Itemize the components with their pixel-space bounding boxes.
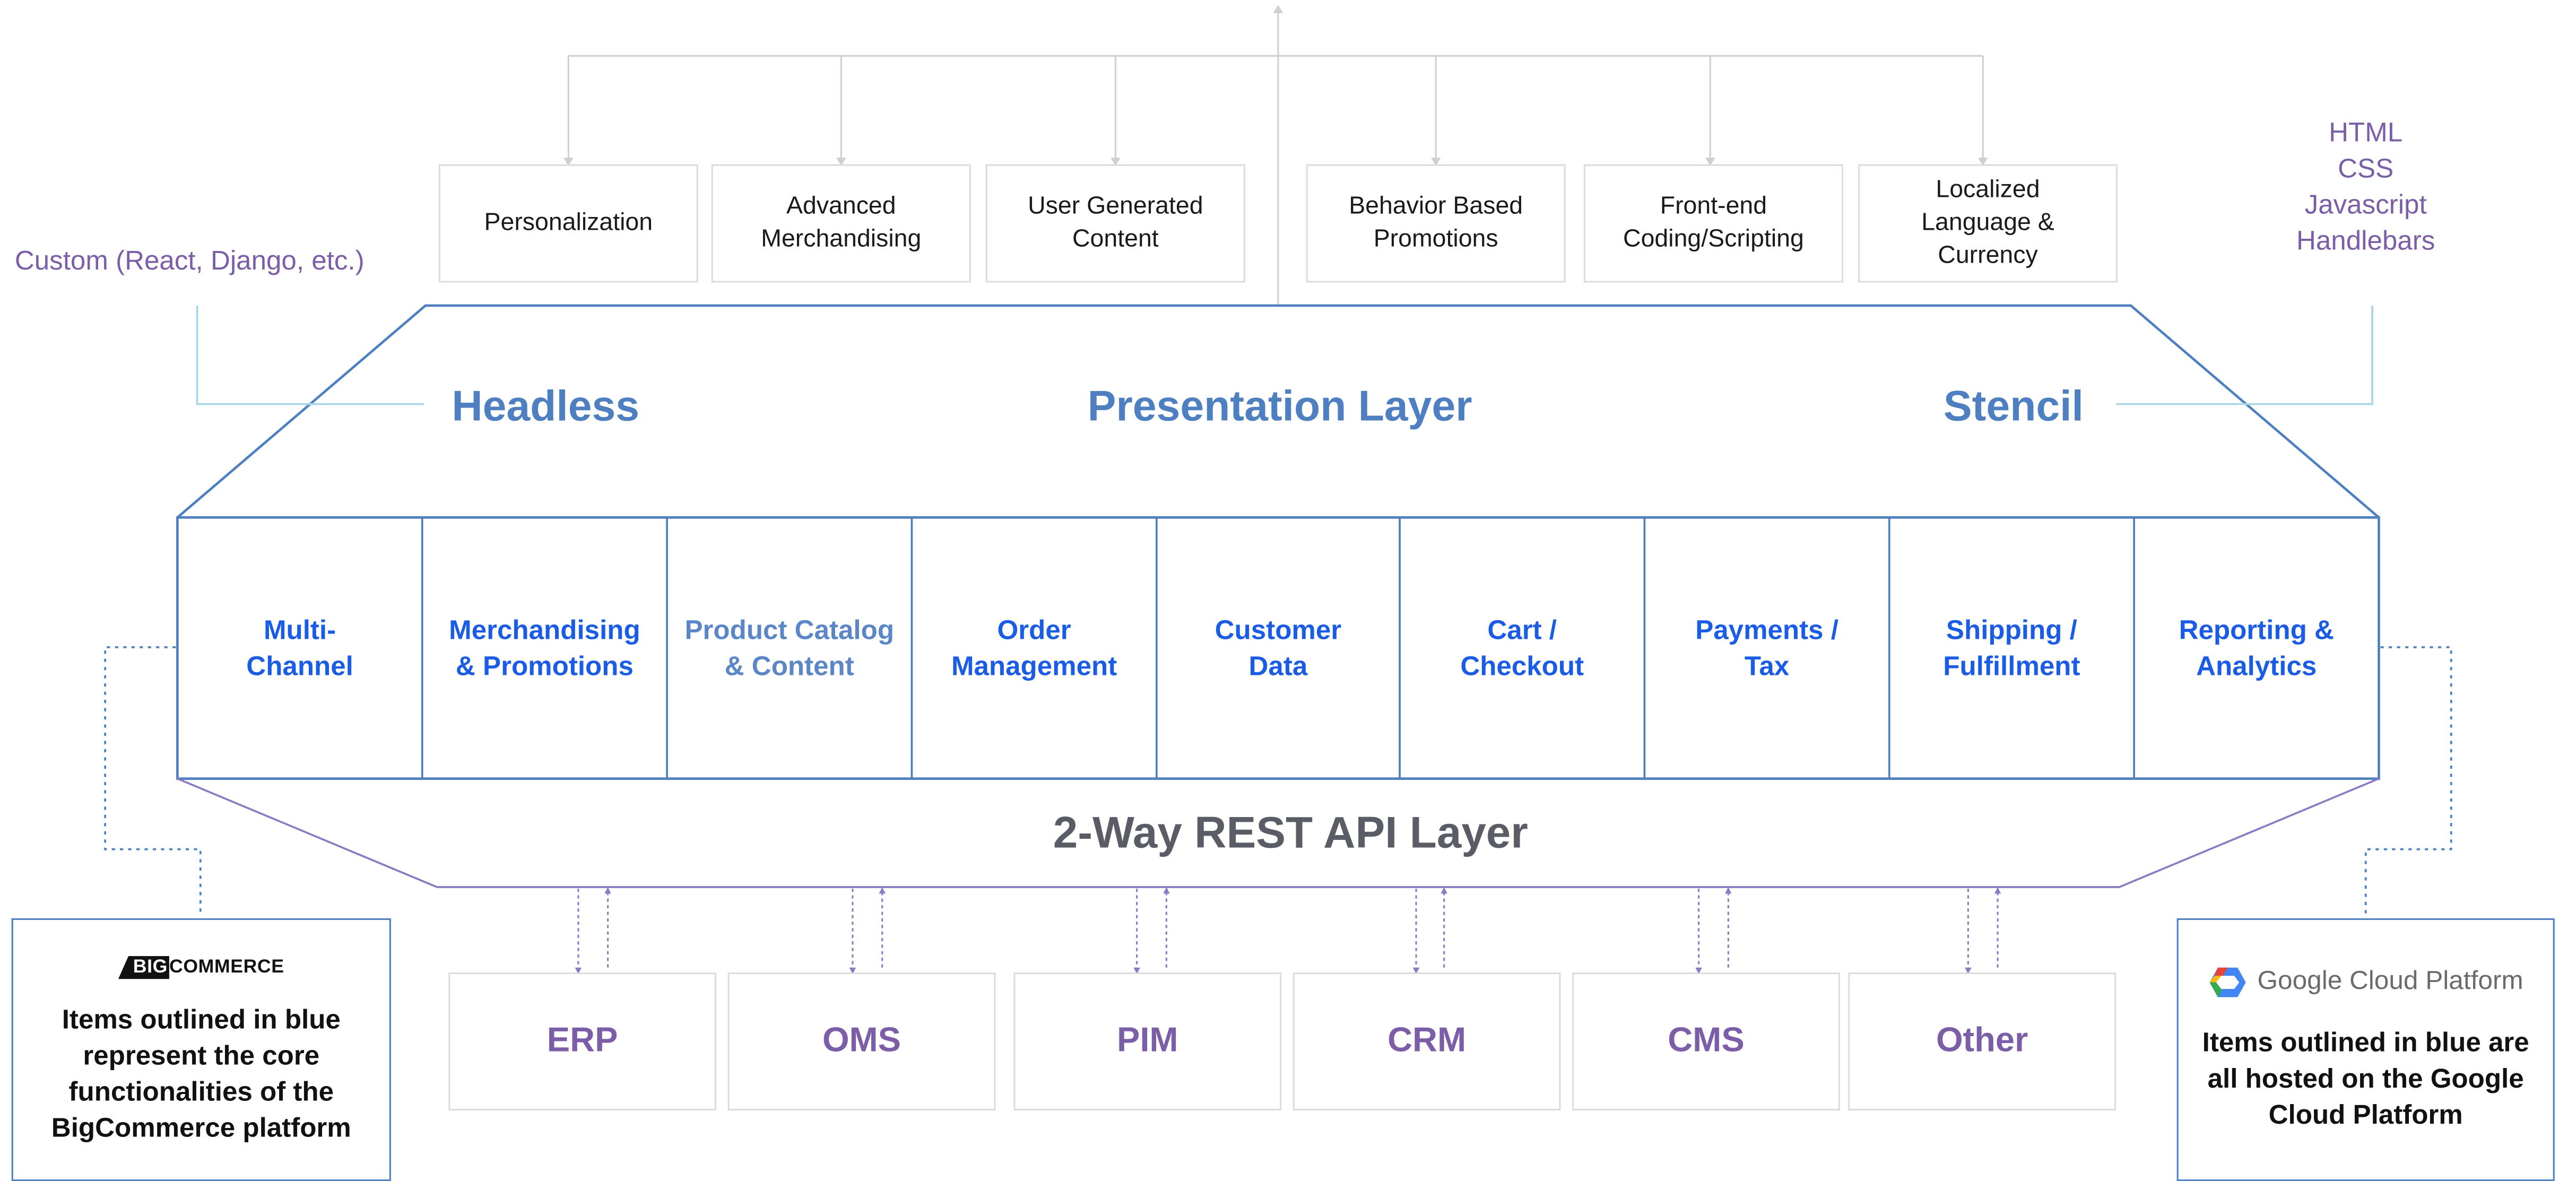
stencil-stack-item: HTML <box>2329 118 2403 148</box>
feature-label: Behavior Based Promotions <box>1349 192 1523 253</box>
api-layer-outline <box>177 777 2380 888</box>
module-label-line: Analytics <box>2196 651 2317 681</box>
gcp-logo-text: Google Cloud Platform <box>2257 967 2523 996</box>
module-merchandising-promotions: Merchandising & Promotions <box>422 517 667 778</box>
integration-label: ERP <box>547 1021 618 1060</box>
module-reporting-analytics: Reporting & Analytics <box>2134 517 2379 778</box>
module-label-line: & Content <box>724 651 854 681</box>
module-label-line: Reporting & <box>2179 615 2334 645</box>
module-payments-tax: Payments / Tax <box>1644 517 1889 778</box>
integration-label: Other <box>1936 1021 2028 1060</box>
module-label-line: Order <box>997 615 1071 645</box>
integration-label: OMS <box>822 1021 901 1060</box>
feature-advanced-merchandising: Advanced Merchandising <box>711 164 971 283</box>
core-modules-outline <box>176 516 2380 780</box>
module-multi-channel: Multi- Channel <box>177 517 422 778</box>
headless-title: Headless <box>452 381 640 431</box>
module-label-line: Tax <box>1744 651 1790 681</box>
stencil-stack-item: Javascript <box>2304 190 2427 220</box>
gcp-note: Items outlined in blue are all hosted on… <box>2202 1028 2529 1131</box>
gcp-callout: Google Cloud Platform Items outlined in … <box>2176 918 2555 1181</box>
presentation-layer-outline <box>176 304 2380 519</box>
headless-note: Custom (React, Django, etc.) <box>14 246 365 276</box>
integration-label: CMS <box>1668 1021 1745 1060</box>
module-label-line: Cart / <box>1487 615 1557 645</box>
stencil-stack-item: CSS <box>2338 154 2394 184</box>
integration-erp: ERP <box>448 972 716 1111</box>
feature-behavior-based-promotions: Behavior Based Promotions <box>1306 164 1566 283</box>
module-cart-checkout: Cart / Checkout <box>1400 517 1644 778</box>
stencil-bracket <box>2116 305 2373 405</box>
module-shipping-fulfillment: Shipping / Fulfillment <box>1889 517 2134 778</box>
feature-label: Localized Language & Currency <box>1921 176 2054 270</box>
feature-localized-language-currency: Localized Language & Currency <box>1858 164 2118 283</box>
module-label-line: Checkout <box>1460 651 1584 681</box>
gcp-hexagon-icon <box>2209 967 2246 997</box>
core-module-dividers <box>421 517 2135 779</box>
integration-oms: OMS <box>727 972 996 1111</box>
feature-label: Front-end Coding/Scripting <box>1623 192 1804 253</box>
module-label-line: Data <box>1248 651 1308 681</box>
integration-label: CRM <box>1387 1021 1467 1060</box>
module-label-line: Management <box>951 651 1117 681</box>
presentation-layer-title: Presentation Layer <box>1087 381 1472 431</box>
module-label-line: Customer <box>1215 615 1342 645</box>
api-layer-title: 2-Way REST API Layer <box>1053 808 1528 858</box>
feature-tree-arrowheads <box>563 5 1988 166</box>
stencil-stack-item: Handlebars <box>2296 227 2435 257</box>
module-label-line: Multi- <box>263 615 336 645</box>
module-label-line: Fulfillment <box>1943 651 2080 681</box>
feature-label: User Generated Content <box>1028 192 1203 253</box>
integration-arrowheads <box>575 887 2001 975</box>
module-label-line: & Promotions <box>455 651 634 681</box>
feature-label: Personalization <box>484 209 653 237</box>
module-label-line: Channel <box>246 651 353 681</box>
feature-tree-lines <box>567 6 1984 306</box>
integration-crm: CRM <box>1293 972 1561 1111</box>
integration-connectors <box>577 889 1999 969</box>
module-label-line: Merchandising <box>449 615 640 645</box>
headless-bracket <box>196 305 424 405</box>
module-label-line: Product Catalog <box>684 615 895 645</box>
integration-pim: PIM <box>1013 972 1282 1111</box>
integration-other: Other <box>1848 972 2117 1111</box>
module-label-line: Payments / <box>1695 615 1838 645</box>
integration-cms: CMS <box>1572 972 1840 1111</box>
feature-personalization: Personalization <box>438 164 698 283</box>
feature-front-end-coding: Front-end Coding/Scripting <box>1583 164 1844 283</box>
module-product-catalog-content: Product Catalog & Content <box>667 517 912 778</box>
feature-user-generated-content: User Generated Content <box>985 164 1245 283</box>
stencil-title: Stencil <box>1943 381 2084 431</box>
bigcommerce-note: Items outlined in blue represent the cor… <box>51 1005 351 1144</box>
bigcommerce-logo-text: COMMERCE <box>169 958 284 978</box>
bigcommerce-logo-mark: BIG <box>118 956 170 979</box>
gcp-logo: Google Cloud Platform <box>2179 966 2553 999</box>
integration-label: PIM <box>1116 1021 1178 1060</box>
bigcommerce-connector <box>104 646 202 917</box>
stencil-stack: HTML CSS Javascript Handlebars <box>2267 115 2465 259</box>
gcp-connector <box>2364 646 2452 917</box>
module-label-line: Shipping / <box>1946 615 2077 645</box>
feature-label: Advanced Merchandising <box>761 192 922 253</box>
